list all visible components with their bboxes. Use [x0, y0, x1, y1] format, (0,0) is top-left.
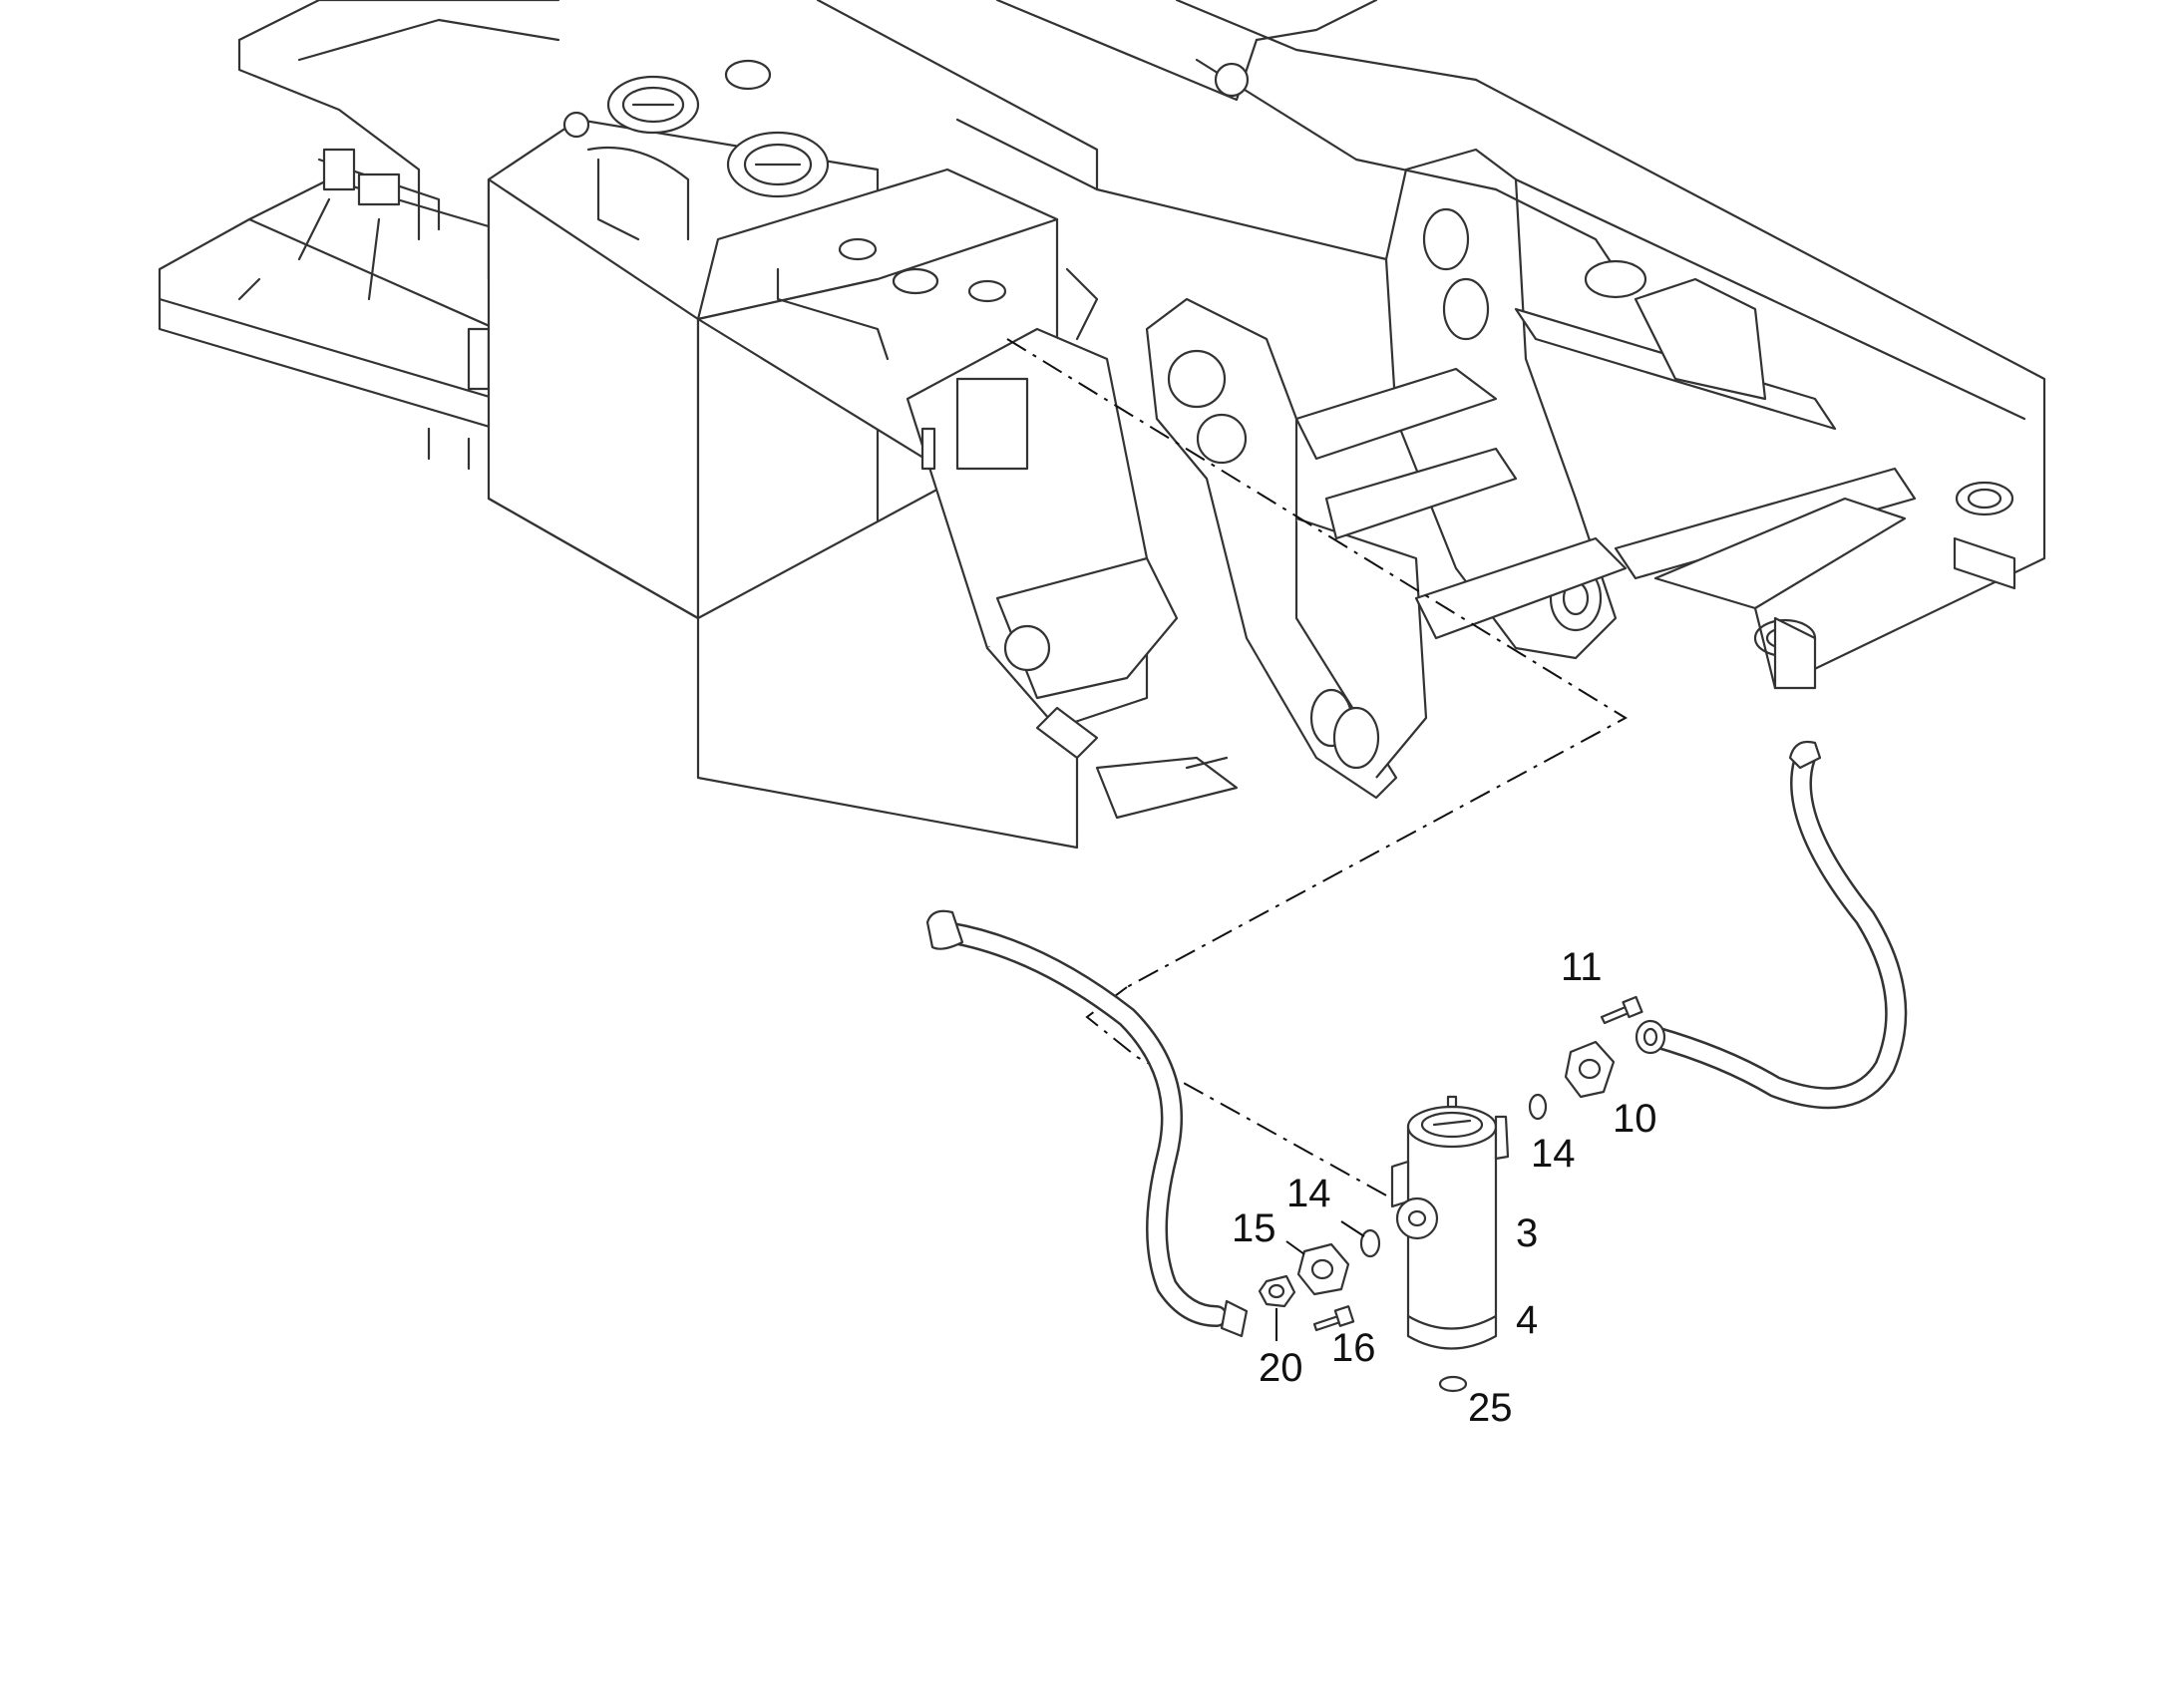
left-hose [925, 909, 1249, 1338]
machine-frame-assembly [158, 0, 2046, 850]
part-20-plug [1258, 1274, 1296, 1308]
part-14-oring-right [1528, 1093, 1548, 1121]
callout-14-right: 14 [1531, 1132, 1576, 1176]
callout-10: 10 [1613, 1097, 1657, 1141]
leader-lines [1275, 1220, 1365, 1341]
callout-15: 15 [1232, 1206, 1276, 1250]
callout-labels: 11 10 14 3 14 15 4 16 20 25 [1232, 945, 1657, 1430]
callout-20: 20 [1259, 1346, 1303, 1390]
callout-14-left: 14 [1286, 1172, 1331, 1215]
filter-housing [1390, 1095, 1510, 1350]
part-10-flange [1564, 1040, 1616, 1099]
part-25-oring [1438, 1375, 1468, 1393]
callout-3: 3 [1516, 1211, 1538, 1255]
part-14-oring-left [1359, 1228, 1381, 1258]
callout-25: 25 [1468, 1386, 1513, 1430]
part-15-flange [1296, 1242, 1350, 1296]
callout-11: 11 [1561, 945, 1603, 989]
callout-4: 4 [1516, 1298, 1538, 1342]
callout-16: 16 [1331, 1326, 1376, 1370]
right-hose [1635, 740, 1908, 1110]
part-16-bolt [1312, 1305, 1355, 1332]
assembly-center-lines [1006, 338, 1629, 1207]
part-11-bolt [1600, 995, 1643, 1025]
